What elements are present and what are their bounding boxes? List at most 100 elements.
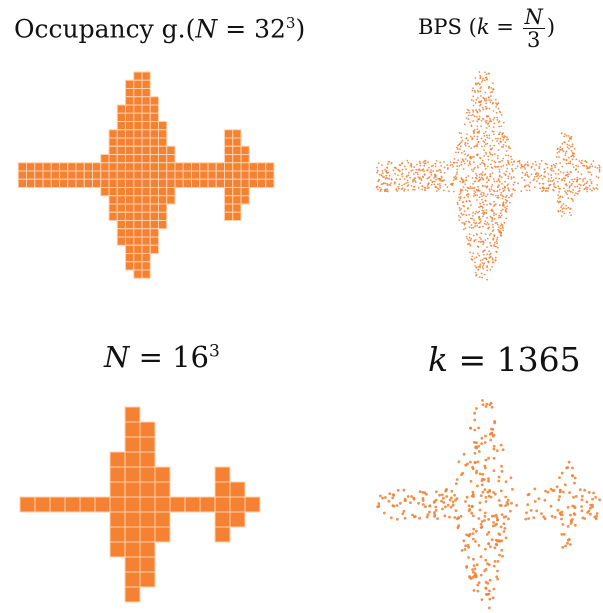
bps-point: [573, 148, 576, 150]
bps-point: [472, 495, 475, 498]
bps-point: [493, 180, 496, 183]
bps-point: [494, 194, 497, 197]
bps-point: [494, 256, 497, 259]
bps-point: [468, 532, 472, 536]
bps-point: [523, 166, 526, 169]
bps-point: [470, 147, 473, 150]
bps-point: [588, 506, 592, 510]
bps-point: [491, 172, 494, 174]
bps-point: [386, 172, 388, 174]
bps-point: [596, 184, 599, 186]
bps-point: [483, 441, 487, 444]
bps-point: [480, 598, 484, 601]
bps-point: [466, 237, 469, 240]
bps-point: [479, 236, 481, 239]
bps-point: [495, 102, 497, 104]
bps-point: [493, 244, 495, 246]
bps-point: [495, 106, 497, 108]
bps-point: [481, 206, 484, 209]
bps-point: [488, 107, 491, 110]
bps-point: [578, 177, 581, 180]
bps-point: [504, 180, 506, 183]
bps-point: [496, 518, 499, 522]
bps-point: [455, 478, 459, 481]
bps-point: [517, 182, 519, 185]
bps-point: [486, 216, 489, 219]
bps-point: [561, 204, 563, 207]
bps-point: [502, 157, 505, 160]
bps-point: [540, 512, 543, 515]
bps-point: [571, 154, 573, 157]
bps-point: [477, 166, 479, 169]
bps-point: [590, 181, 593, 183]
title-close: ): [295, 14, 306, 44]
bps-point: [493, 217, 496, 220]
bps-point: [443, 179, 446, 182]
bps-point: [464, 158, 467, 160]
bps-point: [417, 501, 420, 505]
bps-point: [482, 96, 485, 99]
bps-point: [510, 176, 513, 179]
voxel-cell: [154, 526, 171, 543]
bps-point: [440, 176, 443, 179]
bps-point: [523, 179, 526, 182]
bps-point: [489, 175, 491, 178]
bps-point: [418, 490, 422, 494]
bps-point: [498, 184, 500, 187]
bps-point: [395, 178, 398, 181]
bps-point: [475, 172, 477, 175]
bps-point: [498, 174, 501, 177]
bps-point: [472, 564, 476, 568]
bps-point: [395, 517, 399, 521]
bps-point: [491, 224, 494, 226]
bps-point: [570, 145, 572, 148]
bps-point: [576, 185, 579, 188]
bps-point: [569, 162, 572, 165]
bps-point: [492, 521, 495, 524]
bps-point: [432, 170, 435, 173]
bps-point: [481, 171, 484, 174]
bps-point: [401, 168, 404, 171]
bps-point: [542, 189, 545, 192]
bps-point: [571, 151, 574, 154]
bps-point: [479, 77, 482, 80]
bps-point: [501, 159, 503, 162]
bps-point: [562, 202, 565, 205]
bps-point: [483, 203, 485, 206]
bps-point: [503, 172, 506, 175]
bps-point: [595, 514, 598, 518]
bps-point: [473, 132, 475, 135]
bps-point: [472, 226, 475, 229]
bps-point: [500, 191, 503, 194]
bps-point: [483, 149, 485, 152]
bps-point: [381, 164, 383, 167]
bps-point: [567, 175, 570, 178]
bps-point: [437, 169, 439, 172]
bps-point: [472, 104, 475, 107]
bps-point: [598, 164, 600, 167]
bps-point: [502, 229, 505, 232]
bps-point: [482, 140, 485, 143]
bps-point: [563, 158, 565, 161]
bps-point: [493, 560, 497, 563]
bps-point: [467, 175, 470, 177]
bps-point: [506, 205, 509, 208]
bps-point: [493, 212, 495, 215]
bps-point: [380, 174, 383, 177]
bps-point: [424, 159, 427, 162]
bps-point: [495, 137, 497, 140]
bps-point: [571, 474, 574, 478]
bps-point: [452, 182, 454, 185]
voxel-cell: [166, 195, 176, 205]
bps-point: [410, 165, 413, 168]
bps-point: [458, 131, 461, 134]
bps-point: [465, 200, 468, 203]
bps-point: [486, 181, 488, 184]
bps-point: [500, 227, 502, 230]
bps-point: [483, 174, 486, 176]
bps-point: [556, 508, 560, 512]
bps-point: [484, 91, 487, 94]
bps-point: [485, 122, 488, 124]
bps-point: [472, 130, 475, 133]
title-k-1365: k = 1365: [428, 340, 581, 379]
